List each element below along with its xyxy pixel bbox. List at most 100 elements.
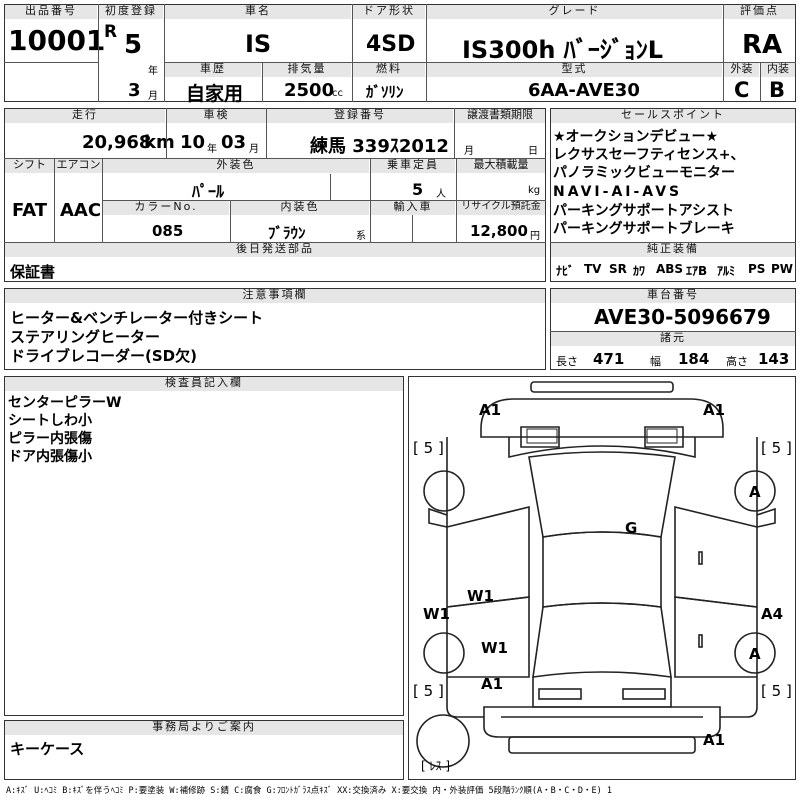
equipment-item: ｱﾙﾐ <box>717 264 736 278</box>
damage-left-pillar: W1 <box>423 605 450 623</box>
capacity: 5 <box>412 180 424 199</box>
fuel-label: 燃料 <box>353 63 425 77</box>
sales-point-6: パーキングサポートブレーキ <box>553 221 735 237</box>
tire-fr-depth: [ 5 ] <box>761 439 792 457</box>
spare-tire-mark: [ ﾚｽ ] <box>421 759 451 773</box>
tire-rr-depth: [ 5 ] <box>761 682 792 700</box>
inspection-label: 車検 <box>167 109 266 123</box>
inspector-line-1: センターピラーW <box>8 395 122 411</box>
office-label: 事務局よりご案内 <box>5 721 403 735</box>
recycle-fee: 12,800 <box>470 222 528 240</box>
inspection-year-unit: 年 <box>207 144 217 155</box>
import-label: 輸入車 <box>371 201 455 215</box>
damage-left-rear-door: W1 <box>481 639 508 657</box>
width: 184 <box>678 350 710 368</box>
equipment-item: PW <box>771 262 794 276</box>
note-line-1: ヒーター&ベンチレーター付きシート <box>10 309 264 327</box>
mileage-label: 走行 <box>5 109 165 123</box>
int-color: ﾌﾞﾗｳﾝ <box>268 224 306 242</box>
mileage: 20,968 <box>82 132 152 153</box>
details-block <box>4 108 546 282</box>
ext-grade: C <box>734 78 750 102</box>
damage-left-rear-quarter: A1 <box>481 675 504 693</box>
ext-grade-label: 外装 <box>724 63 759 77</box>
damage-front-right: A1 <box>703 401 726 419</box>
score-label: 評価点 <box>724 5 795 19</box>
inspection-year: 10 <box>180 132 206 153</box>
recycle-label: リサイクル預託金 <box>457 201 545 215</box>
sales-point-2: レクサスセーフティセンス+、 <box>553 147 745 163</box>
reg-month: 3 <box>128 80 141 101</box>
damage-left-front-door: W1 <box>467 587 494 605</box>
grade-label: グレード <box>427 5 722 19</box>
transfer-label: 譲渡書類期限 <box>455 109 545 123</box>
reg-number: 練馬 339ｽ2012 <box>310 136 449 157</box>
specs-label: 諸元 <box>551 332 795 346</box>
ext-color-label: 外装色 <box>103 159 369 173</box>
recycle-unit: 円 <box>530 231 540 242</box>
int-grade: B <box>769 78 786 102</box>
inspector-line-2: シートしわ小 <box>8 413 92 429</box>
length: 471 <box>593 350 625 368</box>
lot-number: 10001 <box>8 24 106 57</box>
displacement-unit: cc <box>332 88 343 99</box>
score: RA <box>742 30 783 60</box>
chassis-block <box>550 288 796 370</box>
equipment-item: PS <box>748 262 766 276</box>
header-block <box>4 4 796 102</box>
damage-rear-bumper: A1 <box>703 731 726 749</box>
legend: A:ｷｽﾞ U:ﾍｺﾐ B:ｷｽﾞを伴うﾍｺﾐ P:要塗装 W:補修跡 S:錆 … <box>6 786 612 796</box>
car-outline <box>416 381 776 768</box>
capacity-label: 乗車定員 <box>371 159 455 173</box>
inspector-line-3: ピラー内張傷 <box>8 431 92 447</box>
model-label: 車名 <box>165 5 351 19</box>
chassis-label: 車台番号 <box>551 289 795 303</box>
sales-points-label: セールスポイント <box>551 109 795 123</box>
later-parts: 保証書 <box>10 263 56 281</box>
era: R <box>104 22 118 42</box>
displacement: 2500 <box>284 80 335 101</box>
inspector-label: 検査員記入欄 <box>5 377 403 391</box>
height-label: 高さ <box>726 355 748 368</box>
equipment-item: ABS <box>656 262 684 276</box>
car-diagram: [ 5 ] [ 5 ] [ 5 ] [ 5 ] [ ﾚｽ ] A1 A1 G W… <box>408 376 796 780</box>
sales-points-block <box>550 108 796 282</box>
inspector-line-4: ドア内張傷小 <box>8 449 92 465</box>
width-label: 幅 <box>650 355 661 368</box>
int-color-label: 内装色 <box>231 201 369 215</box>
damage-roof: G <box>625 519 638 537</box>
equipment-item: ﾅﾋﾞ <box>556 264 575 278</box>
model: IS <box>245 30 272 58</box>
ext-color: ﾊﾟｰﾙ <box>192 182 225 201</box>
color-no-label: カラーNo. <box>103 201 229 215</box>
lot-label: 出品番号 <box>5 5 97 19</box>
year-unit: 年 <box>148 66 158 77</box>
grade: IS300h ﾊﾞｰｼﾞｮﾝL <box>462 36 664 64</box>
int-color-unit: 系 <box>356 231 366 242</box>
note-line-2: ステアリングヒーター <box>10 328 161 346</box>
transfer-month-unit: 月 <box>464 146 474 157</box>
color-no: 085 <box>152 222 184 240</box>
height: 143 <box>758 350 790 368</box>
inspection-month-unit: 月 <box>249 144 259 155</box>
shift-label: シフト <box>5 159 54 173</box>
damage-right-rear-door: A4 <box>761 605 784 623</box>
equipment-item: ｴｱB <box>686 264 708 278</box>
history-label: 車歴 <box>165 63 261 77</box>
length-label: 長さ <box>556 355 578 368</box>
sales-point-4: NAVI-AI-AVS <box>553 184 683 200</box>
notes-block <box>4 288 546 370</box>
sales-point-1: ★オークションデビュー★ <box>553 129 719 145</box>
mileage-unit: km <box>144 132 175 153</box>
shift: FAT <box>12 200 48 221</box>
max-load-unit: kg <box>528 185 541 196</box>
first-reg-label: 初度登録 <box>99 5 163 19</box>
later-parts-label: 後日発送部品 <box>5 243 545 257</box>
reg-year: 5 <box>124 30 143 60</box>
ac-label: エアコン <box>55 159 102 173</box>
door-label: ドア形状 <box>353 5 425 19</box>
type: 6AA-AVE30 <box>528 80 640 101</box>
sales-point-3: パノラミックビューモニター <box>553 165 735 181</box>
tire-rl-depth: [ 5 ] <box>413 682 444 700</box>
reg-label: 登録番号 <box>267 109 453 123</box>
